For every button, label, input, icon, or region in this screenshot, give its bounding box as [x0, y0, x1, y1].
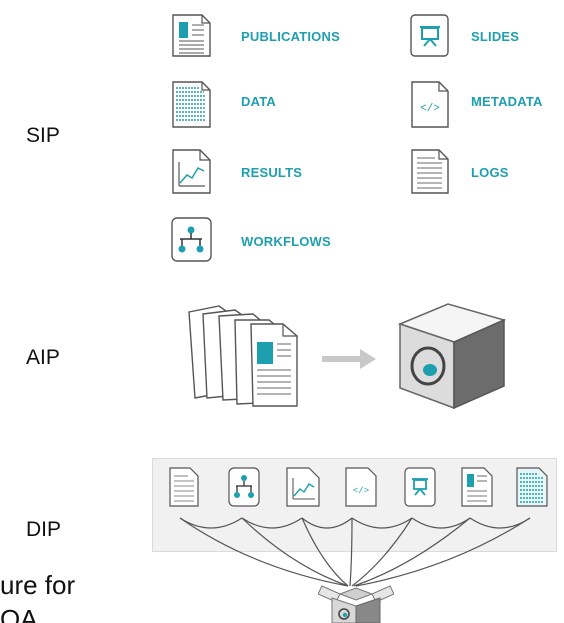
data-label: DATA [241, 94, 276, 109]
publications-label: PUBLICATIONS [241, 29, 340, 44]
caption-fragment-1: ure for [0, 570, 76, 600]
dip-publication-icon [461, 467, 493, 507]
dip-slides-icon [404, 467, 436, 507]
publication-icon [172, 14, 211, 57]
metadata-icon: </> [411, 81, 449, 128]
svg-text:</>: </> [420, 103, 440, 115]
logs-icon [411, 149, 449, 194]
results-chart-icon [172, 149, 211, 194]
logs-label: LOGS [471, 165, 509, 180]
workflow-icon [171, 217, 212, 262]
dip-data-icon [516, 467, 548, 507]
slides-label: SLIDES [471, 29, 520, 44]
archive-box-icon [397, 303, 507, 410]
aip-label: AIP [26, 346, 60, 369]
dip-connector-lines [179, 517, 531, 587]
svg-text:</>: </> [353, 486, 369, 496]
workflows-label: WORKFLOWS [241, 234, 331, 249]
dip-metadata-icon: </> [345, 467, 377, 507]
arrow-right-icon [322, 349, 376, 369]
data-icon [172, 81, 211, 128]
dip-workflow-icon [228, 467, 260, 507]
dip-results-chart-icon [286, 467, 320, 507]
metadata-label: METADATA [471, 94, 543, 109]
dip-label: DIP [26, 518, 62, 541]
sip-label: SIP [26, 124, 60, 147]
document-stack-icon [188, 305, 298, 407]
results-label: RESULTS [241, 165, 303, 180]
caption-fragment-2: OA [0, 604, 38, 623]
slides-icon [410, 14, 449, 57]
dip-logs-icon [169, 467, 199, 507]
open-box-icon [318, 585, 394, 623]
